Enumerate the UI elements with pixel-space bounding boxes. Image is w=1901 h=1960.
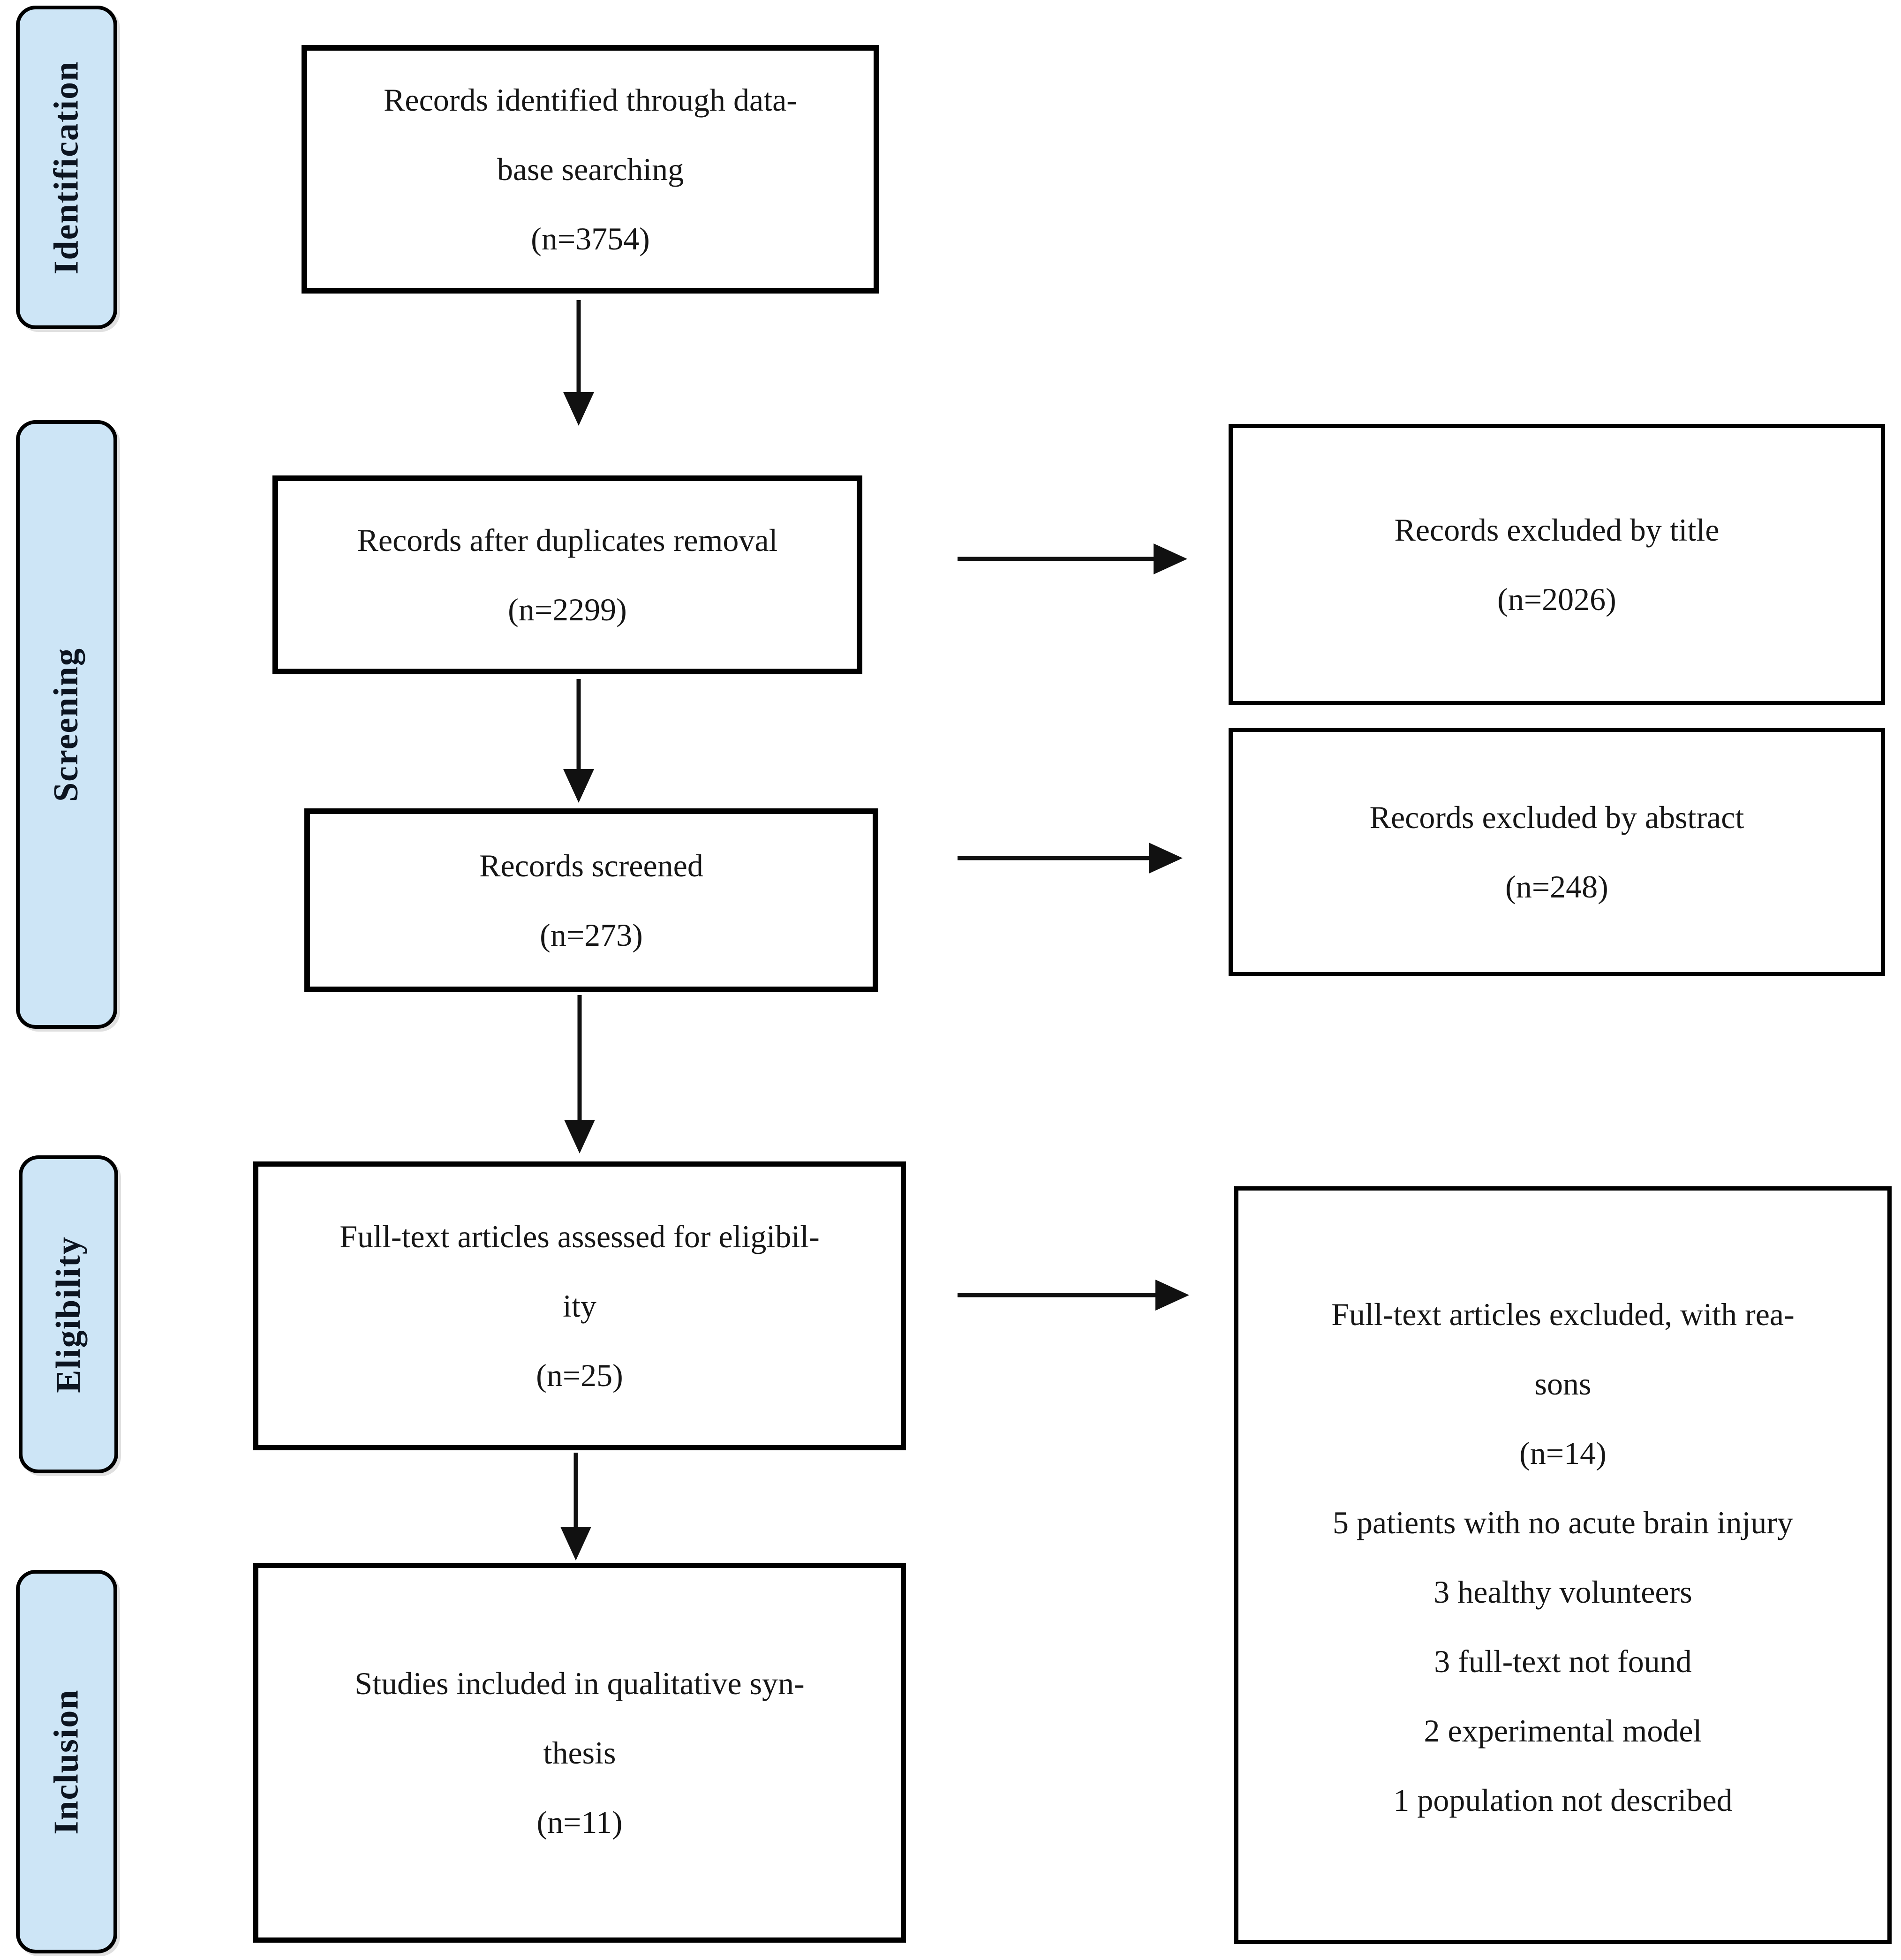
box-text-line: sons bbox=[1534, 1366, 1592, 1402]
box-count-line: (n=248) bbox=[1505, 869, 1608, 905]
box-text-line: Records excluded by title bbox=[1394, 512, 1720, 548]
exclusion-box-by-abstract: Records excluded by abstract (n=248) bbox=[1229, 728, 1885, 976]
box-text-line: Studies included in qualitative syn- bbox=[355, 1666, 805, 1701]
arrow-right-2-head bbox=[1149, 843, 1183, 874]
stage-label: Identification bbox=[47, 60, 86, 274]
exclusion-reason: 1 population not described bbox=[1393, 1782, 1733, 1818]
box-count-line: (n=14) bbox=[1519, 1435, 1607, 1471]
arrow-down-4-head bbox=[560, 1527, 591, 1560]
flow-box-studies-included: Studies included in qualitative syn- the… bbox=[253, 1563, 906, 1943]
exclusion-box-fulltext-reasons: Full-text articles excluded, with rea- s… bbox=[1234, 1186, 1892, 1944]
flow-box-records-identified: Records identified through data- base se… bbox=[302, 45, 879, 294]
stage-identification: Identification bbox=[16, 6, 117, 329]
box-count-line: (n=2299) bbox=[508, 592, 627, 627]
flow-box-fulltext-assessed: Full-text articles assessed for eligibil… bbox=[253, 1161, 906, 1450]
flow-box-records-screened: Records screened (n=273) bbox=[304, 808, 878, 992]
stage-eligibility: Eligibility bbox=[19, 1155, 118, 1473]
stage-label: Eligibility bbox=[49, 1236, 88, 1393]
arrow-right-3-head bbox=[1155, 1280, 1189, 1311]
box-text-line: Records excluded by abstract bbox=[1369, 799, 1744, 835]
arrow-down-3-head bbox=[564, 1120, 595, 1153]
box-text-line: thesis bbox=[543, 1735, 616, 1771]
box-count-line: (n=11) bbox=[536, 1804, 623, 1840]
exclusion-reason: 2 experimental model bbox=[1424, 1713, 1702, 1749]
box-text-line: Records identified through data- bbox=[384, 82, 797, 118]
box-count-line: (n=273) bbox=[540, 917, 643, 953]
stage-inclusion: Inclusion bbox=[16, 1570, 117, 1953]
flow-box-after-duplicates: Records after duplicates removal (n=2299… bbox=[272, 475, 862, 674]
arrow-down-1-head bbox=[563, 392, 594, 426]
exclusion-reason: 3 healthy volunteers bbox=[1433, 1574, 1692, 1610]
box-count-line: (n=3754) bbox=[531, 221, 650, 256]
exclusion-box-by-title: Records excluded by title (n=2026) bbox=[1229, 424, 1885, 705]
box-text-line: Records after duplicates removal bbox=[357, 522, 778, 558]
stage-screening: Screening bbox=[16, 420, 117, 1029]
box-count-line: (n=2026) bbox=[1497, 581, 1616, 617]
box-text-line: ity bbox=[563, 1288, 596, 1324]
box-count-line: (n=25) bbox=[536, 1357, 623, 1393]
exclusion-reason: 3 full-text not found bbox=[1434, 1643, 1692, 1679]
stage-label: Screening bbox=[47, 647, 86, 802]
box-text-line: Full-text articles assessed for eligibil… bbox=[339, 1219, 820, 1254]
box-text-line: Full-text articles excluded, with rea- bbox=[1331, 1297, 1795, 1332]
arrow-right-1-head bbox=[1154, 543, 1187, 574]
box-text-line: base searching bbox=[497, 151, 684, 187]
stage-label: Inclusion bbox=[47, 1689, 86, 1835]
exclusion-reason: 5 patients with no acute brain injury bbox=[1333, 1505, 1793, 1540]
arrow-down-2-head bbox=[563, 769, 594, 803]
box-text-line: Records screened bbox=[479, 848, 703, 883]
